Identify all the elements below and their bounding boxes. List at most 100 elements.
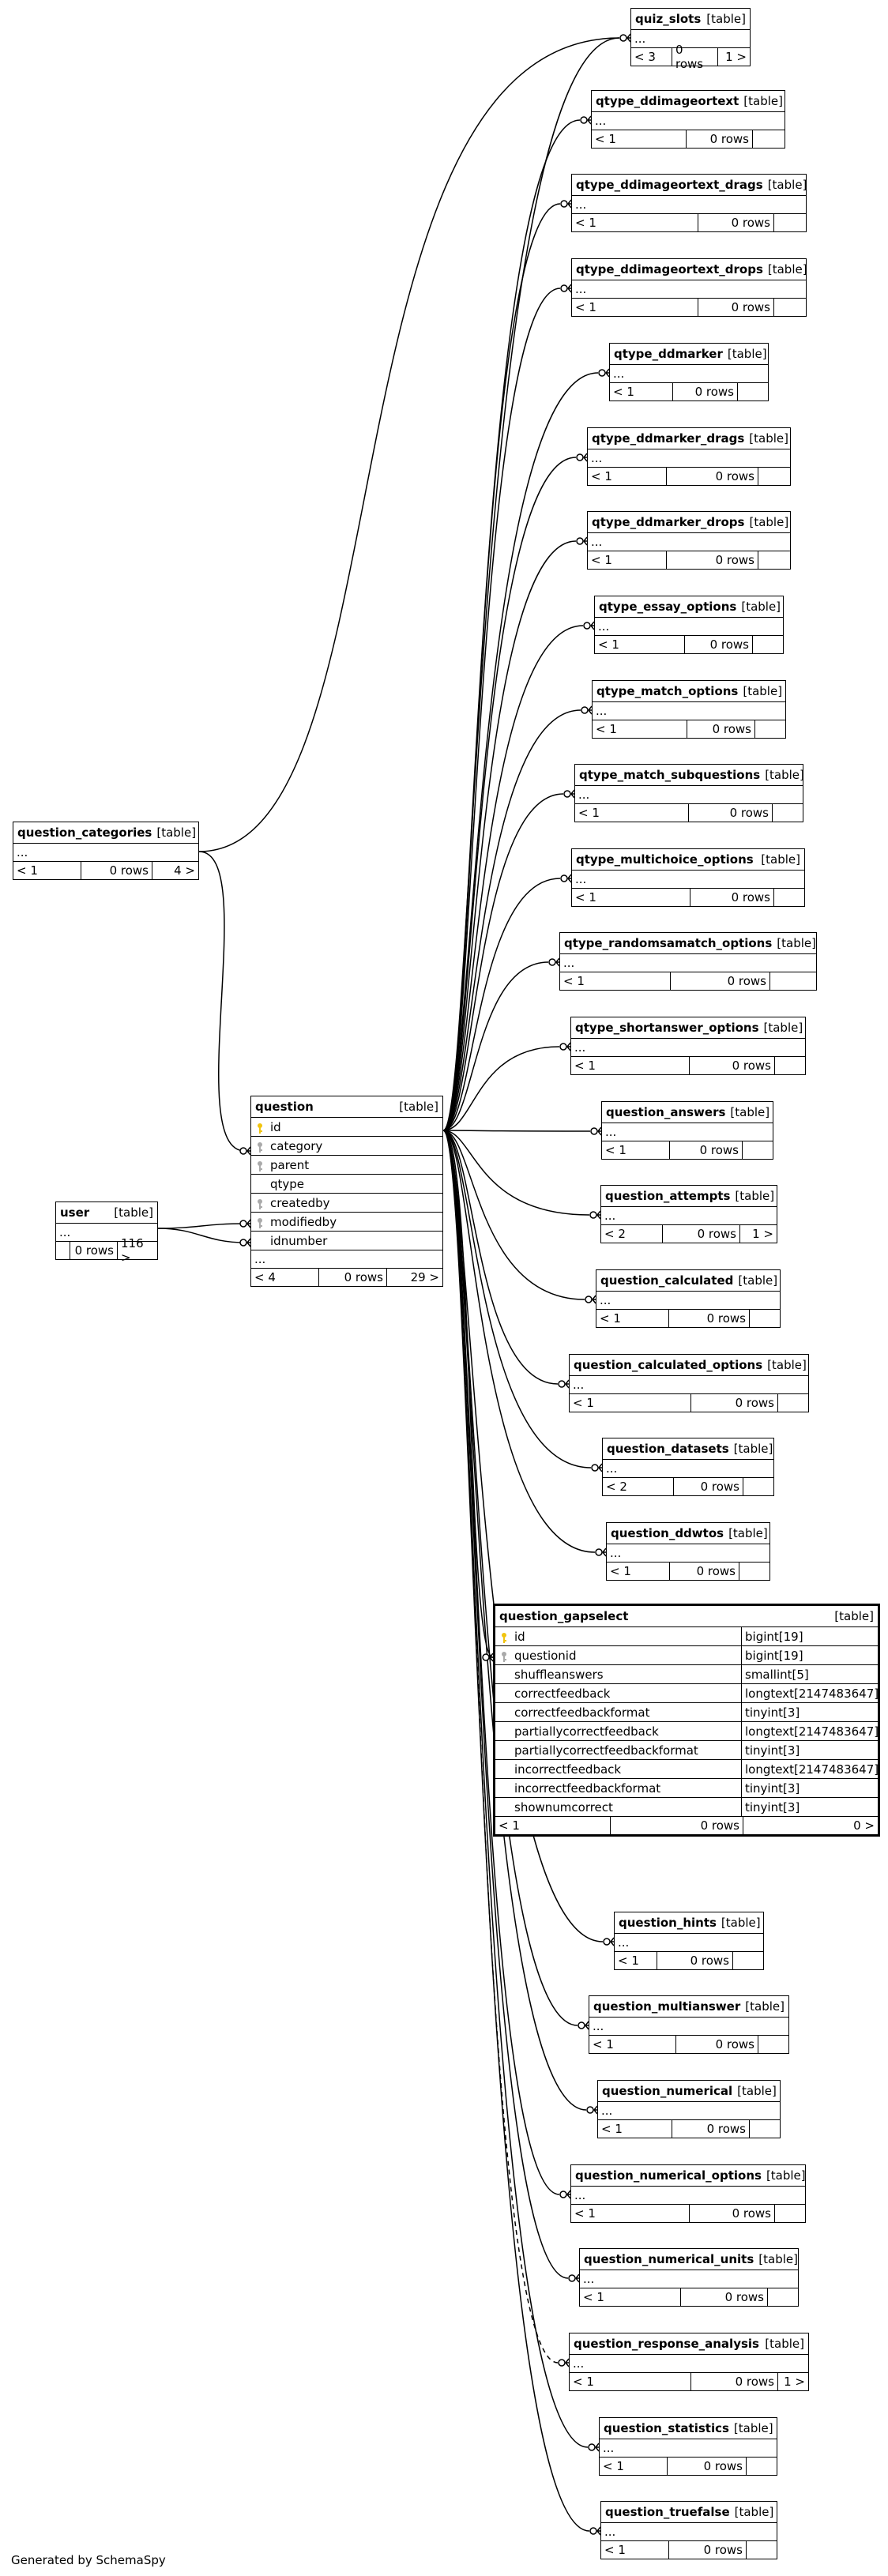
column-row[interactable]: createdby	[251, 1194, 442, 1213]
children-count[interactable]	[775, 1057, 805, 1074]
parents-count[interactable]: < 4	[251, 1269, 319, 1286]
children-count[interactable]	[743, 1478, 773, 1495]
parents-count[interactable]: < 1	[592, 130, 687, 148]
children-count[interactable]	[774, 299, 806, 316]
parents-count[interactable]: < 1	[570, 2373, 691, 2390]
parents-count[interactable]: < 1	[13, 862, 81, 879]
children-count[interactable]	[753, 636, 783, 653]
table-question-calculated-options[interactable]: question_calculated_options[table]...< 1…	[569, 1354, 809, 1412]
parents-count[interactable]: < 1	[580, 2288, 681, 2306]
children-count[interactable]	[758, 551, 790, 569]
column-row[interactable]: category	[251, 1137, 442, 1156]
parents-count[interactable]: < 1	[596, 1310, 669, 1327]
children-count[interactable]	[753, 130, 785, 148]
parents-count[interactable]: < 1	[575, 804, 689, 822]
children-count[interactable]: 29 >	[410, 1270, 439, 1284]
parents-count[interactable]: < 1	[593, 720, 687, 738]
children-count[interactable]	[774, 889, 804, 906]
column-row[interactable]: id	[251, 1118, 442, 1137]
parents-count[interactable]: < 1	[571, 2205, 690, 2222]
children-count[interactable]: 1 >	[752, 1227, 773, 1241]
column-row[interactable]: idnumber	[251, 1232, 442, 1250]
children-count[interactable]	[774, 214, 806, 231]
parents-count[interactable]: < 1	[589, 2036, 676, 2053]
parents-count[interactable]: < 1	[615, 1952, 657, 1969]
parents-count[interactable]: < 1	[588, 468, 667, 485]
children-count[interactable]	[743, 1141, 773, 1159]
children-count[interactable]	[755, 720, 785, 738]
children-count[interactable]: 0 >	[853, 1818, 875, 1833]
children-count[interactable]	[733, 1952, 763, 1969]
children-count[interactable]	[768, 2288, 798, 2306]
column-row[interactable]: parent	[251, 1156, 442, 1175]
parents-count[interactable]: < 2	[603, 1478, 674, 1495]
parents-count[interactable]: < 1	[560, 972, 671, 990]
children-count[interactable]	[739, 1563, 769, 1580]
parents-count[interactable]: < 1	[598, 2120, 672, 2138]
children-count[interactable]	[758, 2036, 788, 2053]
children-count[interactable]	[775, 2205, 805, 2222]
children-count[interactable]	[773, 804, 803, 822]
children-count[interactable]	[738, 383, 768, 401]
parents-count[interactable]: < 1	[602, 1141, 670, 1159]
children-count[interactable]: 1 >	[725, 50, 747, 64]
children-count[interactable]	[747, 2458, 777, 2475]
parents-count[interactable]: < 1	[570, 1394, 691, 1412]
parents-count[interactable]: < 1	[600, 2458, 668, 2475]
children-count[interactable]	[750, 2120, 780, 2138]
parents-count[interactable]: < 1	[572, 299, 698, 316]
table-qtype-randomsamatch-options[interactable]: qtype_randomsamatch_options[table]...< 1…	[559, 932, 817, 991]
children-count[interactable]: 4 >	[174, 863, 195, 878]
children-count[interactable]: 1 >	[784, 2375, 805, 2389]
parents-count[interactable]: < 1	[572, 214, 698, 231]
parents-count[interactable]: < 3	[631, 48, 672, 66]
children-count[interactable]: 116 >	[121, 1236, 144, 1265]
parents-count[interactable]: < 1	[607, 1563, 670, 1580]
parents-count[interactable]: < 1	[588, 551, 667, 569]
parents-count[interactable]: < 1	[571, 1057, 690, 1074]
parents-count[interactable]: < 2	[601, 1225, 663, 1243]
parents-count[interactable]: < 1	[610, 383, 673, 401]
column-row[interactable]: modifiedby	[251, 1213, 442, 1232]
parents-count[interactable]	[56, 1242, 70, 1259]
parents-count[interactable]: < 1	[601, 2541, 669, 2559]
children-count[interactable]	[750, 1310, 780, 1327]
column-row[interactable]: qtype	[251, 1175, 442, 1194]
children-count[interactable]	[770, 972, 816, 990]
